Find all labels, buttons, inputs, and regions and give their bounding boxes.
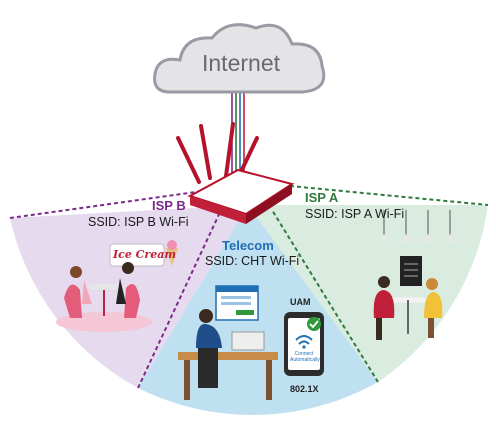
check-icon [307, 317, 321, 331]
uam-label: UAM [290, 297, 311, 307]
internet-label: Internet [202, 50, 280, 76]
internet-cloud [153, 23, 326, 94]
isp-a-title: ISP A [305, 190, 339, 205]
ice-cream-sign: Ice Cream [113, 248, 176, 261]
isp-a-zone [248, 205, 488, 382]
telecom-title: Telecom [222, 238, 274, 253]
isp-a-boundary [289, 185, 489, 206]
isp-b-boundary [9, 189, 211, 219]
isp-b-telecom-divider [137, 207, 223, 389]
ice-cream-scene [56, 240, 178, 332]
dot1x-label: 802.1X [290, 384, 319, 394]
office-scene [178, 285, 324, 400]
telecom-ssid: SSID: CHT Wi-Fi [205, 254, 300, 268]
cafe-scene [373, 210, 455, 340]
isp-b-title: ISP B [152, 198, 186, 213]
isp-b-ssid: SSID: ISP B Wi-Fi [88, 215, 189, 229]
router [176, 122, 295, 224]
telecom-isp-a-divider [271, 209, 379, 383]
phone-screen-text: Connect Automatically [290, 351, 320, 363]
isp-a-ssid: SSID: ISP A Wi-Fi [305, 207, 405, 221]
ice-cream-sign-board [109, 243, 165, 267]
menu-board [400, 256, 422, 286]
